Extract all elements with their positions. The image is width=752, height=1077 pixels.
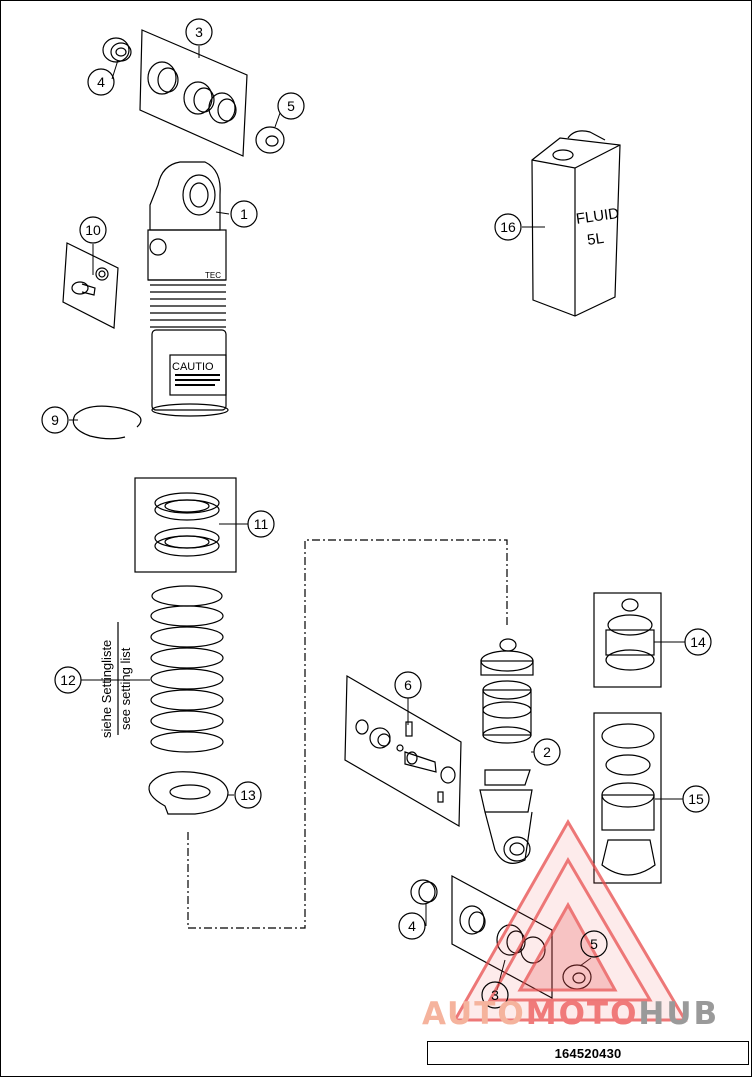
callout-circle-9 [41,406,69,434]
adjusting-nut-part-11 [154,492,220,557]
brand-logo-text: TEC [205,271,221,280]
kit-6-frame [344,674,462,828]
callout-circle-10 [79,216,107,244]
kit-15-frame [593,712,662,884]
callout-circle-11 [247,510,275,538]
callout-6: 6 [404,677,412,693]
watermark-text-moto: MOTO [525,996,639,1032]
washer-part-5-top [255,126,285,154]
screw-part-10 [71,267,109,296]
spring-retainer-part-13 [148,771,229,815]
callout-circle-6 [394,671,422,699]
kit-14-frame [593,592,662,688]
piston-part-14 [605,598,655,671]
callout-11: 11 [254,516,269,532]
seal-ring-parts-top [147,61,237,124]
callout-4-bottom: 4 [408,918,416,934]
shock-absorber-body: CAUTIO TEC [147,161,229,417]
callout-circle-13 [234,781,262,809]
watermark-text-auto: AUTO [422,996,526,1032]
callout-circle-3-top [185,18,213,46]
callout-circle-14 [684,628,712,656]
leader-lines [69,46,685,991]
callout-circle-16 [494,213,522,241]
damper-rod-part-2 [479,638,534,864]
callout-circle-4-top [87,68,115,96]
callout-circle-5-top [277,92,305,120]
callout-circle-3-bottom [481,981,509,1009]
caution-sticker-text: CAUTIO [172,361,214,373]
spring-note-english: see setting list [118,647,133,730]
callout-13: 13 [240,787,256,803]
callout-16: 16 [500,219,516,235]
bushing-part-4-top [102,37,132,63]
fluid-can-part-16: FLUID 5L [531,130,621,317]
callout-5-bottom: 5 [590,936,598,952]
callout-circle-15 [682,785,710,813]
kit-3-bottom-frame [451,874,553,1000]
callouts: 3 4 5 1 10 9 16 11 12 13 6 2 14 15 4 3 5 [41,18,712,1009]
bump-rubber-part-15 [601,723,656,876]
callout-15: 15 [688,791,704,807]
valve-parts-part-6 [355,719,456,803]
part-number-box: 164520430 [427,1041,749,1065]
part-number-text: 164520430 [554,1045,622,1061]
callout-4-top: 4 [97,74,105,90]
watermark-logo-triangle [452,819,688,1022]
spring-part-12 [150,585,224,753]
callout-1: 1 [240,206,248,222]
callout-circle-2 [533,738,561,766]
callout-circle-4-bottom [398,912,426,940]
bushing-part-4-bottom [410,879,438,905]
watermark-text-hub: HUB [638,996,720,1032]
callout-circle-12 [54,666,82,694]
callout-2: 2 [543,744,551,760]
watermark-text: AUTOMOTOHUB [422,996,719,1032]
callout-12: 12 [60,672,76,688]
spring-note-german: siehe Settingliste [99,640,114,738]
callout-9: 9 [51,412,59,428]
fluid-volume-text: 5L [586,230,605,249]
fluid-label-text: FLUID [575,205,620,228]
callout-14: 14 [690,634,706,650]
callout-3-top: 3 [195,24,203,40]
kit-3-top-frame [139,29,248,157]
kit-11-frame [134,477,237,573]
callout-10: 10 [85,222,101,238]
assembly-connector-line [187,539,508,929]
callout-3-bottom: 3 [491,987,499,1003]
callout-5-top: 5 [287,98,295,114]
circlip-part-9 [72,405,142,440]
callout-circle-5-bottom [580,930,608,958]
kit-10-frame [62,242,119,329]
callout-circle-1 [230,200,258,228]
